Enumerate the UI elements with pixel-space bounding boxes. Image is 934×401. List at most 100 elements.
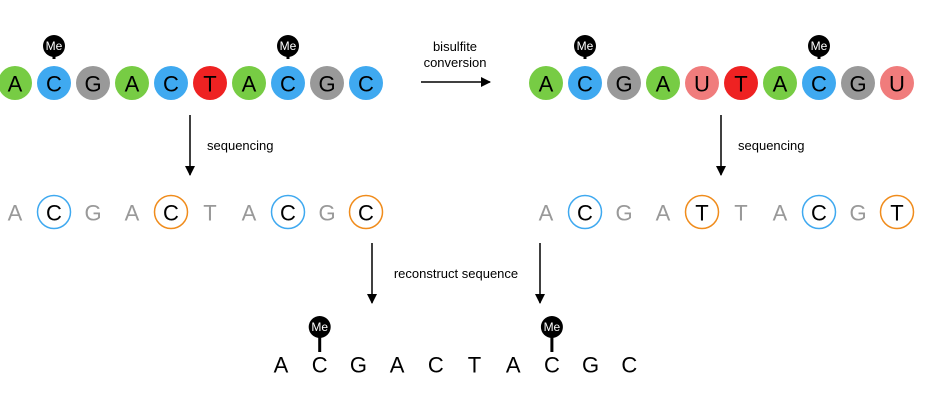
read-base-label: C	[358, 201, 374, 226]
methyl-label: Me	[544, 320, 561, 334]
reconstructed-base-label: A	[390, 353, 405, 378]
reconstructed-base-label: C	[312, 353, 328, 378]
reconstructed-base-label: G	[582, 353, 599, 378]
sequencing-step-right: sequencing	[716, 115, 805, 176]
nucleotide-label: C	[358, 72, 374, 97]
reconstructed-base-label: C	[621, 353, 637, 378]
nucleotide-label: A	[242, 72, 257, 97]
nucleotide-A: A	[232, 66, 266, 100]
nucleotide-label: G	[849, 72, 866, 97]
read-base-label: G	[849, 201, 866, 226]
reconstructed-base-label: A	[506, 353, 521, 378]
nucleotide-label: A	[656, 72, 671, 97]
read-base-A: A	[8, 201, 23, 226]
read-base-C: C	[153, 194, 189, 230]
methyl-marker: Me	[277, 35, 299, 59]
read-base-C: C	[348, 194, 384, 230]
nucleotide-C: C	[802, 66, 836, 100]
bisulfite-conversion-step: bisulfite conversion	[421, 39, 491, 87]
reconstructed-base-label: T	[468, 353, 481, 378]
read-base-T: T	[734, 201, 747, 226]
read-base-label: T	[203, 201, 216, 226]
read-base-T: T	[879, 194, 915, 230]
read-base-label: C	[46, 201, 62, 226]
methyl-marker: Me	[808, 35, 830, 59]
nucleotide-label: A	[8, 72, 23, 97]
methylated-c-ring	[801, 194, 837, 230]
read-base-label: A	[125, 201, 140, 226]
read-base-G: G	[318, 201, 335, 226]
nucleotide-A: A	[763, 66, 797, 100]
nucleotide-A: A	[0, 66, 32, 100]
sequencing-label-right: sequencing	[738, 138, 805, 153]
read-base-A: A	[125, 201, 140, 226]
reconstructed-base-label: A	[274, 353, 289, 378]
reconstruct-label: reconstruct sequence	[394, 266, 518, 281]
nucleotide-C: C	[568, 66, 602, 100]
read-base-A: A	[656, 201, 671, 226]
nucleotide-T: T	[193, 66, 227, 100]
nucleotide-A: A	[115, 66, 149, 100]
methyl-label: Me	[46, 39, 63, 53]
reconstructed-base-label: G	[350, 353, 367, 378]
read-base-G: G	[615, 201, 632, 226]
read-base-label: T	[734, 201, 747, 226]
read-base-C: C	[270, 194, 306, 230]
read-base-label: G	[84, 201, 101, 226]
conversion-label-line2: conversion	[424, 55, 487, 70]
nucleotide-label: C	[811, 72, 827, 97]
read-base-label: A	[242, 201, 257, 226]
nucleotide-label: T	[734, 72, 747, 97]
methyl-marker: Me	[574, 35, 596, 59]
sequencing-step-left: sequencing	[185, 115, 274, 176]
read-base-A: A	[242, 201, 257, 226]
nucleotide-U: U	[880, 66, 914, 100]
nucleotide-label: U	[889, 72, 905, 97]
read-base-G: G	[849, 201, 866, 226]
read-base-label: C	[577, 201, 593, 226]
nucleotide-T: T	[724, 66, 758, 100]
nucleotide-label: C	[280, 72, 296, 97]
read-base-label: C	[811, 201, 827, 226]
converted-c-ring	[879, 194, 915, 230]
nucleotide-G: G	[607, 66, 641, 100]
read-base-A: A	[539, 201, 554, 226]
reconstructed-base-label: C	[544, 353, 560, 378]
methylated-c-ring	[36, 194, 72, 230]
nucleotide-label: G	[84, 72, 101, 97]
sequencing-label-left: sequencing	[207, 138, 274, 153]
nucleotide-label: G	[615, 72, 632, 97]
methyl-label: Me	[577, 39, 594, 53]
read-base-T: T	[203, 201, 216, 226]
conversion-label-line1: bisulfite	[433, 39, 477, 54]
converted-c-ring	[348, 194, 384, 230]
nucleotide-label: A	[539, 72, 554, 97]
read-base-label: C	[163, 201, 179, 226]
nucleotide-label: C	[163, 72, 179, 97]
reconstruct-step: reconstruct sequence	[367, 243, 545, 304]
nucleotide-C: C	[37, 66, 71, 100]
nucleotide-G: G	[841, 66, 875, 100]
nucleotide-C: C	[271, 66, 305, 100]
methyl-marker: Me	[308, 316, 331, 352]
converted-c-ring	[684, 194, 720, 230]
read-base-label: A	[656, 201, 671, 226]
read-base-label: T	[890, 201, 903, 226]
nucleotide-label: T	[203, 72, 216, 97]
methyl-label: Me	[280, 39, 297, 53]
nucleotide-label: C	[46, 72, 62, 97]
read-base-label: G	[615, 201, 632, 226]
nucleotide-G: G	[310, 66, 344, 100]
read-base-label: G	[318, 201, 335, 226]
nucleotide-G: G	[76, 66, 110, 100]
nucleotide-label: G	[318, 72, 335, 97]
nucleotide-C: C	[154, 66, 188, 100]
nucleotide-label: A	[125, 72, 140, 97]
nucleotide-label: A	[773, 72, 788, 97]
read-base-G: G	[84, 201, 101, 226]
